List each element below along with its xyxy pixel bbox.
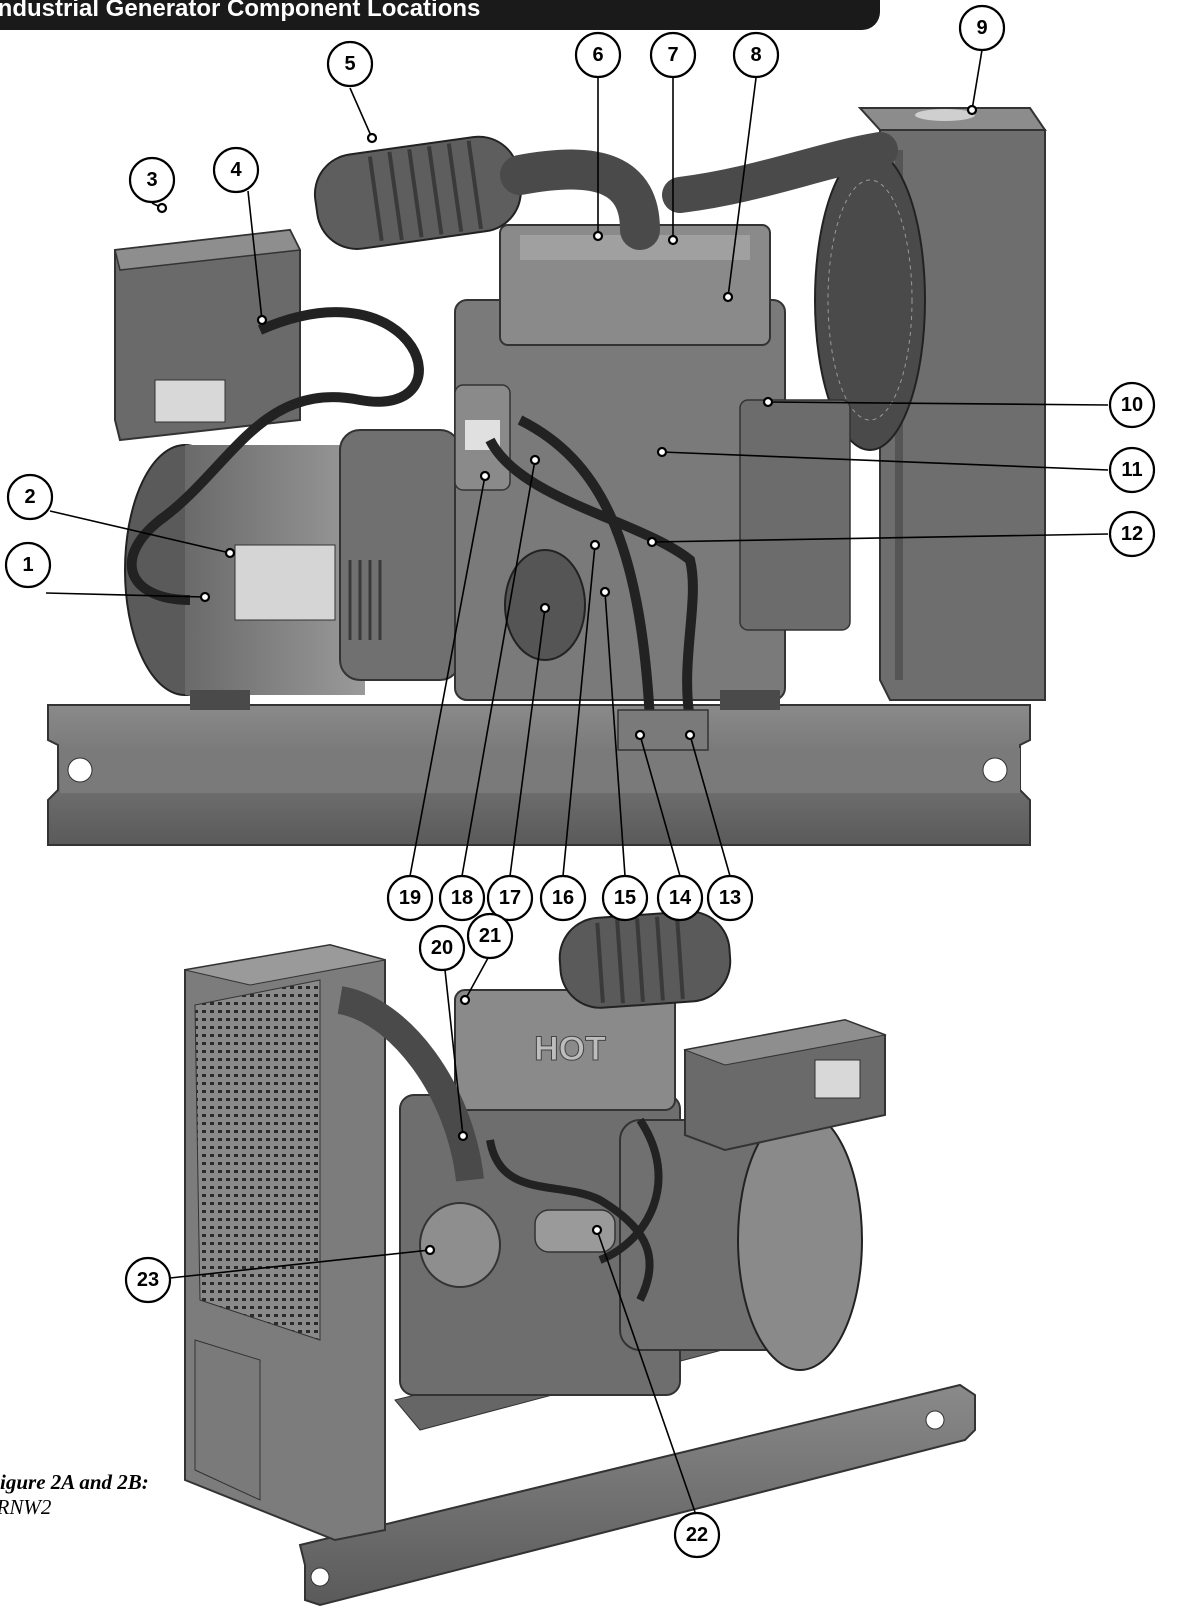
callout-19: 19: [386, 470, 491, 922]
callout-18: 18: [438, 454, 541, 922]
callout-5-label: 5: [344, 53, 355, 75]
callout-16: 16: [539, 539, 601, 922]
callout-15: 15: [599, 586, 649, 922]
leader-lines: [45, 49, 1109, 1513]
callout-23-label: 23: [137, 1269, 159, 1291]
callout-21-label: 21: [479, 925, 501, 947]
callout-17: 17: [486, 602, 551, 922]
callout-9: 9: [958, 4, 1006, 116]
callout-13-label: 13: [719, 887, 741, 909]
callout-19-label: 19: [399, 887, 421, 909]
callout-22-label: 22: [686, 1524, 708, 1546]
callout-13: 13: [684, 729, 754, 922]
callout-20: 20: [418, 924, 469, 1142]
callout-1-label: 1: [22, 554, 33, 576]
callout-2: 2: [6, 473, 236, 559]
figure-caption-title: Figure 2A and 2B:: [0, 1470, 149, 1494]
callout-12-label: 12: [1121, 523, 1143, 545]
callout-4: 4: [212, 146, 268, 326]
page-title: Industrial Generator Component Locations: [0, 0, 481, 22]
callout-16-label: 16: [552, 887, 574, 909]
callout-11-label: 11: [1121, 459, 1142, 481]
callout-23: 23: [124, 1244, 436, 1304]
callout-7-label: 7: [667, 44, 678, 66]
callout-18-label: 18: [451, 887, 473, 909]
callout-21: 21: [459, 912, 514, 1006]
callout-3-label: 3: [146, 169, 157, 191]
callout-17-label: 17: [499, 887, 521, 909]
generator-photo-side: [47, 107, 1047, 846]
callout-1: 1: [4, 541, 211, 603]
generator-photo-rear: HOT: [184, 910, 976, 1607]
callout-11: 11: [656, 446, 1156, 494]
callout-14: 14: [634, 729, 704, 922]
figure-caption-model: 6RNW2: [0, 1495, 52, 1519]
callout-8-label: 8: [750, 44, 761, 66]
callout-6-label: 6: [592, 44, 603, 66]
callout-4-label: 4: [230, 159, 242, 181]
callout-2-label: 2: [24, 486, 35, 508]
figure-caption: Figure 2A and 2B: 6RNW2: [0, 1470, 200, 1520]
callout-3: 3: [128, 156, 176, 214]
callout-22: 22: [591, 1224, 721, 1559]
callout-6: 6: [574, 31, 622, 242]
callout-14-label: 14: [669, 887, 692, 909]
callout-7: 7: [649, 31, 697, 246]
callout-20-label: 20: [431, 937, 453, 959]
page-title-bar: Industrial Generator Component Locations: [0, 0, 880, 30]
callout-10-label: 10: [1121, 394, 1143, 416]
callout-12: 12: [646, 510, 1156, 558]
hot-embossed-label: HOT: [534, 1030, 606, 1068]
callout-9-label: 9: [976, 17, 987, 39]
callout-8: 8: [722, 31, 780, 303]
callout-5: 5: [326, 40, 378, 144]
callout-10: 10: [762, 381, 1156, 429]
callout-15-label: 15: [614, 887, 636, 909]
